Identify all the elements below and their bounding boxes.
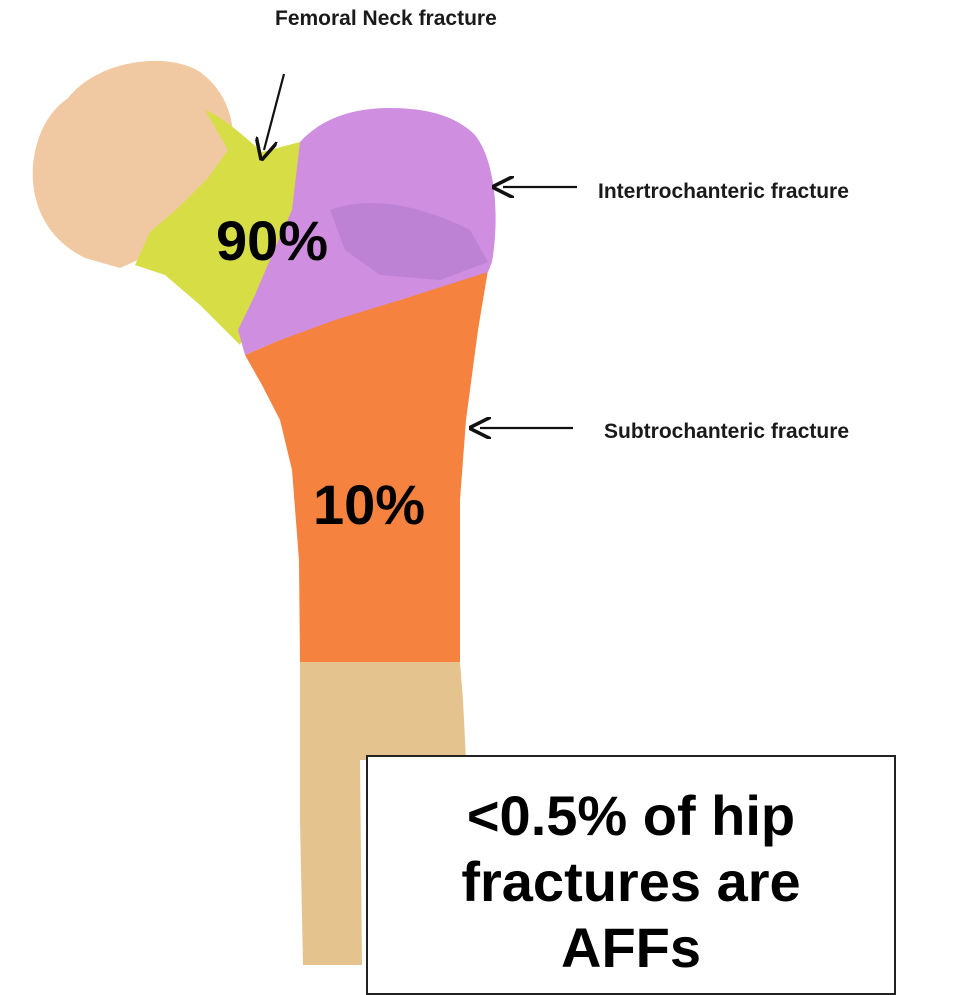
intertrochanteric-label: Intertrochanteric fracture <box>598 180 849 204</box>
neck-arrow <box>264 74 284 150</box>
aff-callout-box: <0.5% of hip fractures are AFFs <box>366 755 896 995</box>
aff-callout-text: <0.5% of hip fractures are AFFs <box>421 783 841 981</box>
subtrochanteric-label: Subtrochanteric fracture <box>604 420 849 444</box>
femoral-neck-label: Femoral Neck fracture <box>275 7 497 31</box>
proximal-percentage: 90% <box>216 208 328 273</box>
subtrochanteric-percentage: 10% <box>313 472 425 537</box>
